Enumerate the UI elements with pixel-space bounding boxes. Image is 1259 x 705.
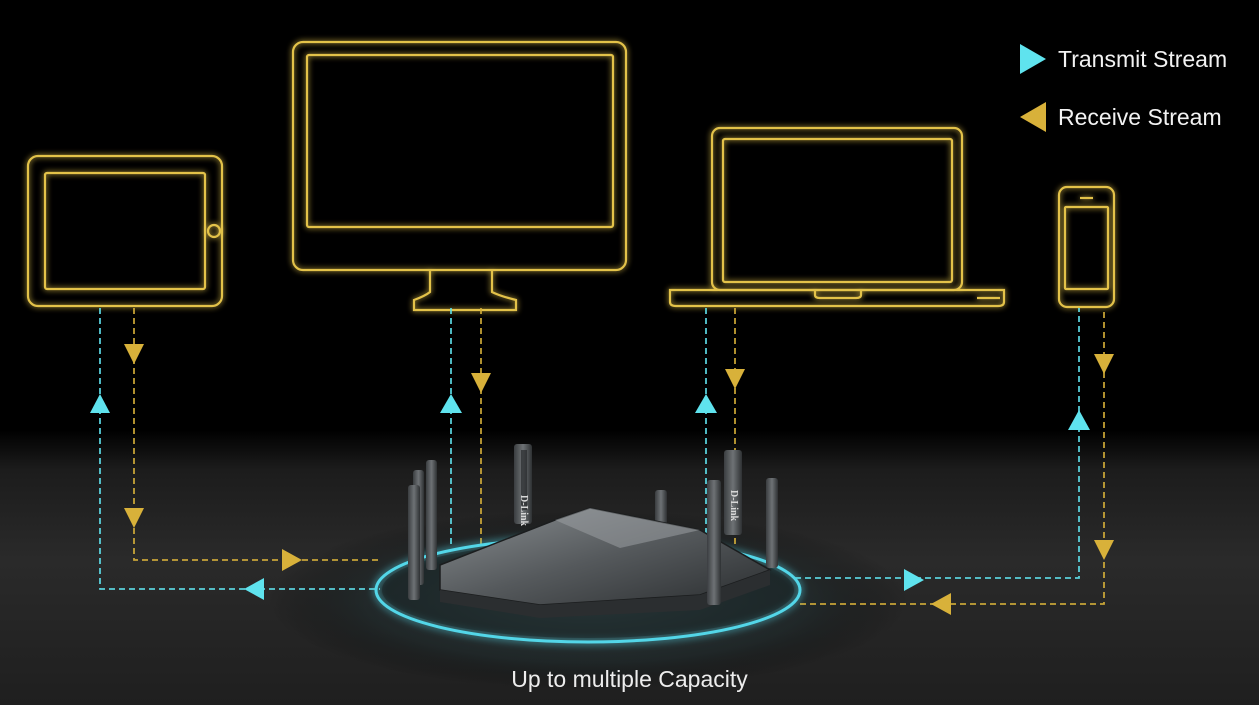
legend-receive-label: Receive Stream bbox=[1058, 103, 1222, 130]
transmit-arrow-up bbox=[1068, 410, 1090, 430]
receive-arrow-down bbox=[725, 369, 745, 389]
receive-arrow-down bbox=[124, 344, 144, 364]
router-brand-label: D-Link bbox=[518, 495, 529, 527]
desktop-monitor-icon bbox=[291, 40, 628, 312]
router-brand-label: D-Link bbox=[728, 490, 739, 522]
receive-arrows bbox=[124, 344, 1114, 615]
legend-transmit-stream: Transmit Stream bbox=[1018, 42, 1227, 76]
transmit-arrow-left bbox=[244, 578, 264, 600]
receive-arrow-down bbox=[1094, 354, 1114, 374]
tablet-icon bbox=[26, 154, 224, 308]
router-image: D-Link D-Link bbox=[374, 444, 802, 644]
receive-arrow-right bbox=[282, 549, 302, 571]
transmit-arrow-up bbox=[695, 394, 717, 413]
receive-arrow-icon bbox=[1020, 102, 1046, 132]
transmit-arrow-right bbox=[904, 569, 924, 591]
receive-arrow-down bbox=[1094, 540, 1114, 560]
transmit-arrow-icon bbox=[1020, 44, 1046, 74]
smartphone-icon bbox=[1057, 185, 1116, 309]
receive-arrow-down bbox=[124, 508, 144, 528]
laptop-icon bbox=[668, 126, 1006, 308]
transmit-arrows bbox=[90, 394, 1090, 600]
legend-receive-stream: Receive Stream bbox=[1018, 100, 1222, 134]
transmit-arrow-up bbox=[90, 394, 110, 413]
transmit-arrow-up bbox=[440, 394, 462, 413]
receive-arrow-left bbox=[931, 593, 951, 615]
caption: Up to multiple Capacity bbox=[511, 666, 748, 692]
receive-arrow-down bbox=[471, 373, 491, 393]
legend-transmit-label: Transmit Stream bbox=[1058, 45, 1228, 72]
